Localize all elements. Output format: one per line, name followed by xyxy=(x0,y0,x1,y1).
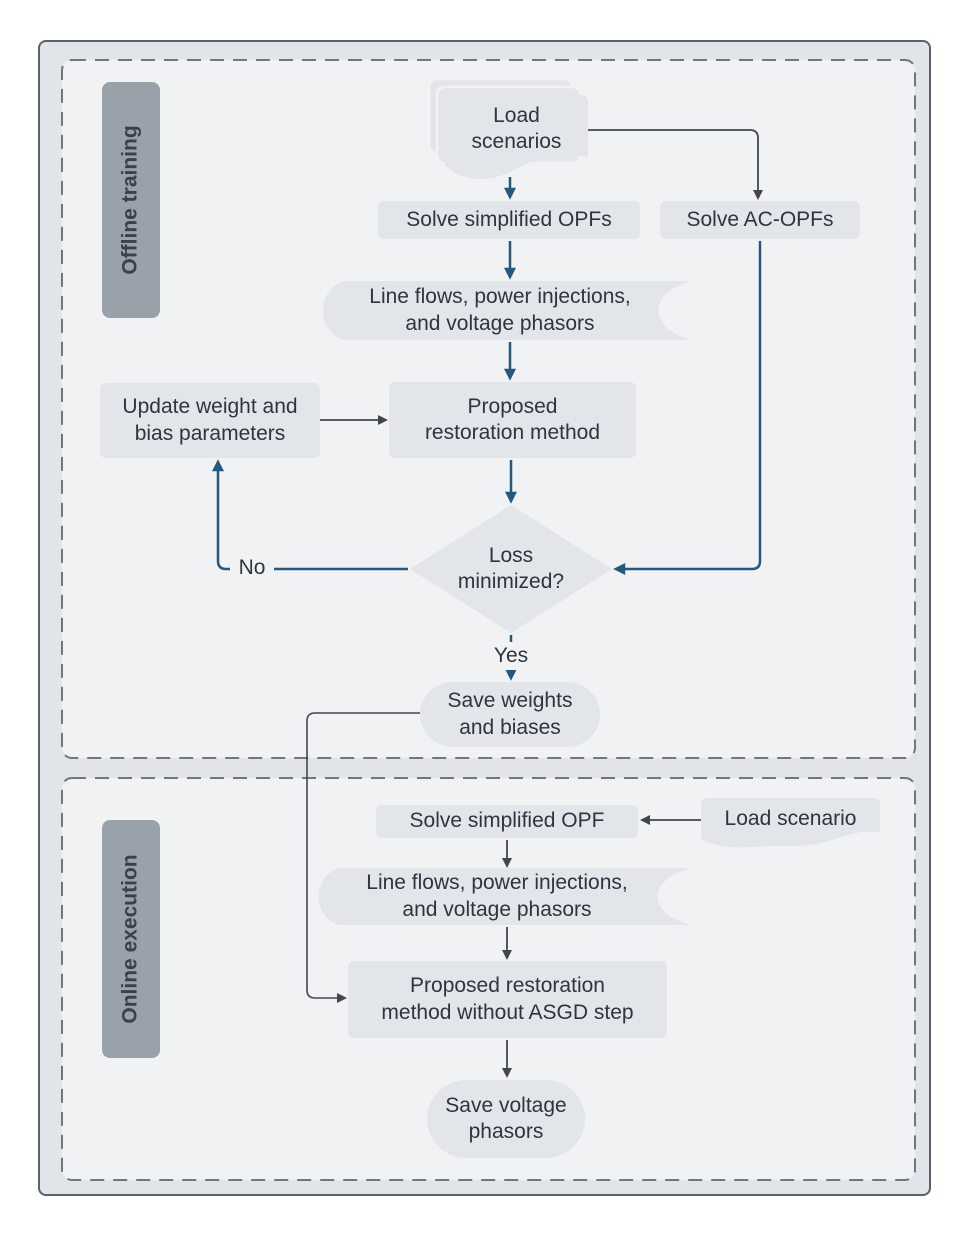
offline-training-label-text: Offline training xyxy=(119,125,143,275)
online-execution-label-text: Online execution xyxy=(119,854,143,1024)
yes-edge-label: Yes xyxy=(487,642,535,670)
line-flows-offline-node: Line flows, power injections, and voltag… xyxy=(369,285,631,335)
line-flows-offline-document-shape xyxy=(323,281,692,340)
loss-minimized-node: Loss minimized? xyxy=(457,543,565,593)
edge-saveweights-to-proposednoasgd xyxy=(306,712,420,1003)
solve-simplified-opfs-node: Solve simplified OPFs xyxy=(378,201,640,239)
solve-simplified-opf-node: Solve simplified OPF xyxy=(376,805,638,838)
proposed-method-node: Proposed restoration method xyxy=(389,382,636,458)
offline-training-label: Offline training xyxy=(102,82,160,318)
solve-ac-opfs-node: Solve AC-OPFs xyxy=(660,201,860,239)
edge-diamond-no-to-update xyxy=(212,459,408,571)
load-scenario-node: Load scenario xyxy=(724,806,857,830)
line-flows-online-node: Line flows, power injections, and voltag… xyxy=(366,871,628,921)
line-flows-online-document-shape xyxy=(318,868,692,925)
load-scenario-document-shape xyxy=(701,798,880,848)
save-weights-node: Save weights and biases xyxy=(420,682,600,747)
no-edge-label: No xyxy=(230,553,274,583)
online-execution-label: Online execution xyxy=(102,820,160,1058)
load-scenarios-node: Load scenarios xyxy=(471,103,562,153)
edge-acopfs-to-diamond xyxy=(613,241,762,575)
edge-loadscenarios-to-acopfs xyxy=(588,129,763,200)
loss-minimized-diamond-shape xyxy=(410,505,612,633)
save-voltage-node: Save voltage phasors xyxy=(427,1080,585,1158)
document-front-page xyxy=(445,95,588,180)
proposed-no-asgd-node: Proposed restoration method without ASGD… xyxy=(348,961,667,1038)
load-scenarios-document-shape xyxy=(427,77,588,180)
update-parameters-node: Update weight and bias parameters xyxy=(100,383,320,458)
